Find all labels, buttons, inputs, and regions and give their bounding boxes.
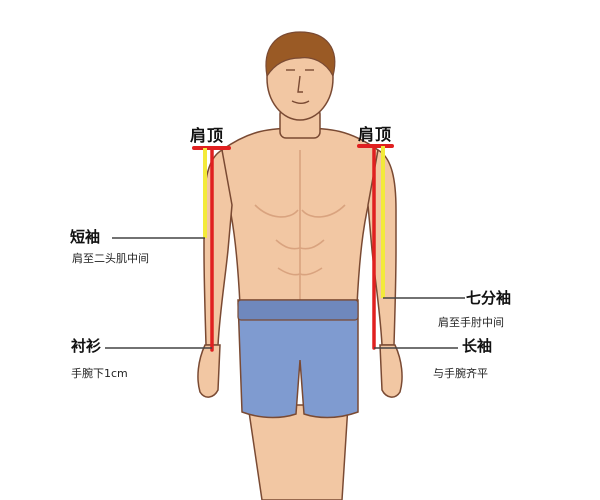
shoulder-top-label-right: 肩顶	[358, 125, 393, 144]
left-arm	[203, 148, 233, 346]
right-hand	[379, 344, 403, 398]
shorts	[237, 299, 359, 419]
three-quarter-sleeve-desc: 肩至手肘中间	[438, 316, 504, 329]
long-sleeve-title: 长袖	[462, 337, 493, 355]
face	[286, 69, 314, 104]
three-quarter-sleeve-title: 七分袖	[466, 289, 512, 307]
chest-details	[254, 150, 346, 300]
shirt-desc: 手腕下1cm	[71, 367, 128, 380]
shoulder-top-label-left: 肩顶	[190, 126, 225, 145]
measurement-lines	[105, 144, 465, 352]
human-figure	[197, 31, 403, 500]
long-sleeve-desc: 与手腕齐平	[433, 367, 488, 380]
shirt-title: 衬衫	[71, 337, 102, 355]
left-hand	[197, 344, 221, 398]
shorts-waistband	[237, 299, 359, 321]
short-sleeve-title: 短袖	[70, 228, 101, 246]
hair	[265, 31, 336, 78]
short-sleeve-desc: 肩至二头肌中间	[72, 252, 149, 265]
legs	[247, 404, 349, 500]
